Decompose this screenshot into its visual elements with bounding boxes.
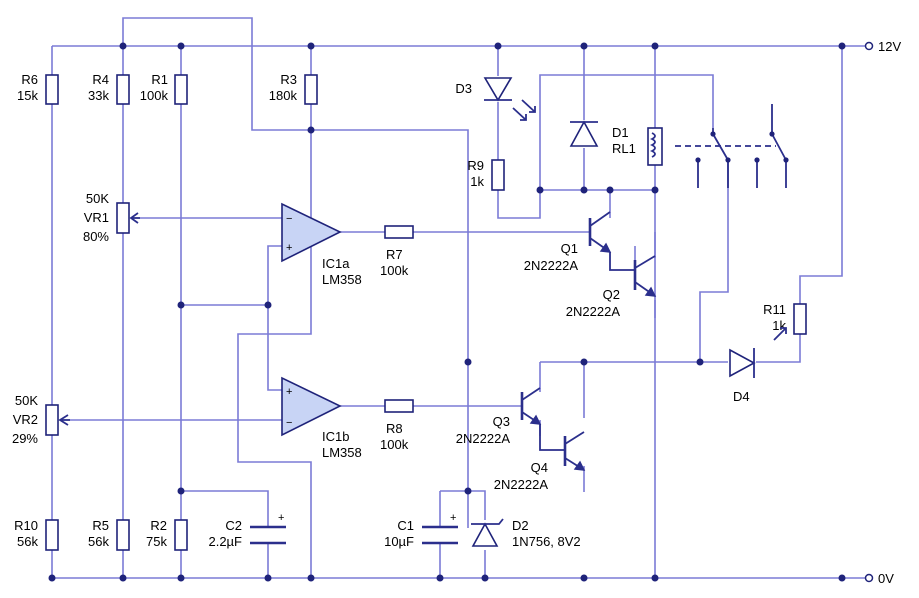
resistor-r5: R5 56k: [88, 518, 130, 551]
transistor-q2: Q2 2N2222A: [566, 252, 657, 319]
r4-ref: R4: [92, 72, 109, 87]
q4-ref: Q4: [531, 460, 548, 475]
vr1-ref: VR1: [84, 210, 109, 225]
c1-value: 10µF: [384, 534, 414, 549]
r10-value: 56k: [17, 534, 38, 549]
r11-ref: R11: [763, 302, 786, 317]
r5-ref: R5: [92, 518, 109, 533]
r9-value: 1k: [470, 174, 484, 189]
supply-terminal: [864, 41, 874, 51]
r2-value: 75k: [146, 534, 167, 549]
resistor-r1: R1 100k: [140, 72, 188, 105]
q3-part: 2N2222A: [456, 431, 511, 446]
supply-label: 12V: [878, 39, 901, 54]
ic1a-plus-pin: +: [286, 242, 292, 254]
ground-label: 0V: [878, 571, 894, 586]
potentiometer-vr2: 50K VR2 29%: [12, 393, 70, 446]
transistor-q4: Q4 2N2222A: [494, 424, 586, 492]
relay-rl1: RL1: [612, 104, 789, 188]
resistor-r3: R3 180k: [269, 72, 318, 105]
ground-terminal: [864, 573, 874, 583]
c2-polarity: +: [278, 512, 284, 524]
wires: [51, 17, 866, 579]
c2-value: 2.2µF: [208, 534, 242, 549]
d1-ref: D1: [612, 125, 629, 140]
r8-value: 100k: [380, 437, 409, 452]
r10-ref: R10: [14, 518, 38, 533]
resistor-r10: R10 56k: [14, 518, 59, 551]
junction-dots: [48, 42, 846, 582]
vr2-value: 50K: [15, 393, 38, 408]
r9-ref: R9: [467, 158, 484, 173]
r5-value: 56k: [88, 534, 109, 549]
r3-ref: R3: [280, 72, 297, 87]
opamp-ic1a: − + IC1a LM358: [281, 202, 362, 287]
vr2-ref: VR2: [13, 412, 38, 427]
r1-ref: R1: [151, 72, 168, 87]
r7-value: 100k: [380, 263, 409, 278]
d2-part: 1N756, 8V2: [512, 534, 581, 549]
d4-ref: D4: [733, 389, 750, 404]
resistor-r4: R4 33k: [88, 72, 130, 105]
r3-value: 180k: [269, 88, 298, 103]
q1-ref: Q1: [561, 241, 578, 256]
led-d3: D3: [455, 77, 536, 121]
capacitor-c2: + C2 2.2µF: [208, 512, 286, 549]
r6-value: 15k: [17, 88, 38, 103]
ic1a-part: LM358: [322, 272, 362, 287]
c1-polarity: +: [450, 512, 456, 524]
vr1-setting: 80%: [83, 229, 109, 244]
capacitor-c1: + C1 10µF: [384, 512, 458, 549]
r4-value: 33k: [88, 88, 109, 103]
resistor-r9: R9 1k: [467, 158, 505, 191]
r2-ref: R2: [150, 518, 167, 533]
opamp-ic1b: + − IC1b LM358: [281, 376, 362, 460]
transistor-q3: Q3 2N2222A: [456, 387, 542, 446]
vr2-setting: 29%: [12, 431, 38, 446]
q1-part: 2N2222A: [524, 258, 579, 273]
resistor-r6: R6 15k: [17, 72, 59, 105]
ic1b-minus-pin: −: [286, 417, 292, 429]
r8-ref: R8: [386, 421, 403, 436]
potentiometer-vr1: 50K VR1 80%: [83, 191, 140, 244]
q2-ref: Q2: [603, 287, 620, 302]
q2-part: 2N2222A: [566, 304, 621, 319]
ic1a-minus-pin: −: [286, 213, 292, 225]
r7-ref: R7: [386, 247, 403, 262]
d3-ref: D3: [455, 81, 472, 96]
r6-ref: R6: [21, 72, 38, 87]
zener-diode-d2: D2 1N756, 8V2: [471, 518, 581, 549]
ic1b-plus-pin: +: [286, 386, 292, 398]
q4-part: 2N2222A: [494, 477, 549, 492]
ic1a-ref: IC1a: [322, 256, 350, 271]
led-d4: D4: [729, 348, 756, 404]
c2-ref: C2: [225, 518, 242, 533]
rl1-ref: RL1: [612, 141, 636, 156]
resistor-r2: R2 75k: [146, 518, 188, 551]
d2-ref: D2: [512, 518, 529, 533]
q3-ref: Q3: [493, 414, 510, 429]
resistor-r11: R11 1k: [763, 302, 807, 341]
r11-value: 1k: [772, 318, 786, 333]
resistor-r8: R8 100k: [380, 399, 414, 452]
c1-ref: C1: [397, 518, 414, 533]
transistor-q1: Q1 2N2222A: [524, 211, 612, 273]
resistor-r7: R7 100k: [380, 225, 414, 278]
ic1b-part: LM358: [322, 445, 362, 460]
r1-value: 100k: [140, 88, 169, 103]
diode-d1: D1: [569, 120, 629, 147]
ic1b-ref: IC1b: [322, 429, 349, 444]
vr1-value: 50K: [86, 191, 109, 206]
